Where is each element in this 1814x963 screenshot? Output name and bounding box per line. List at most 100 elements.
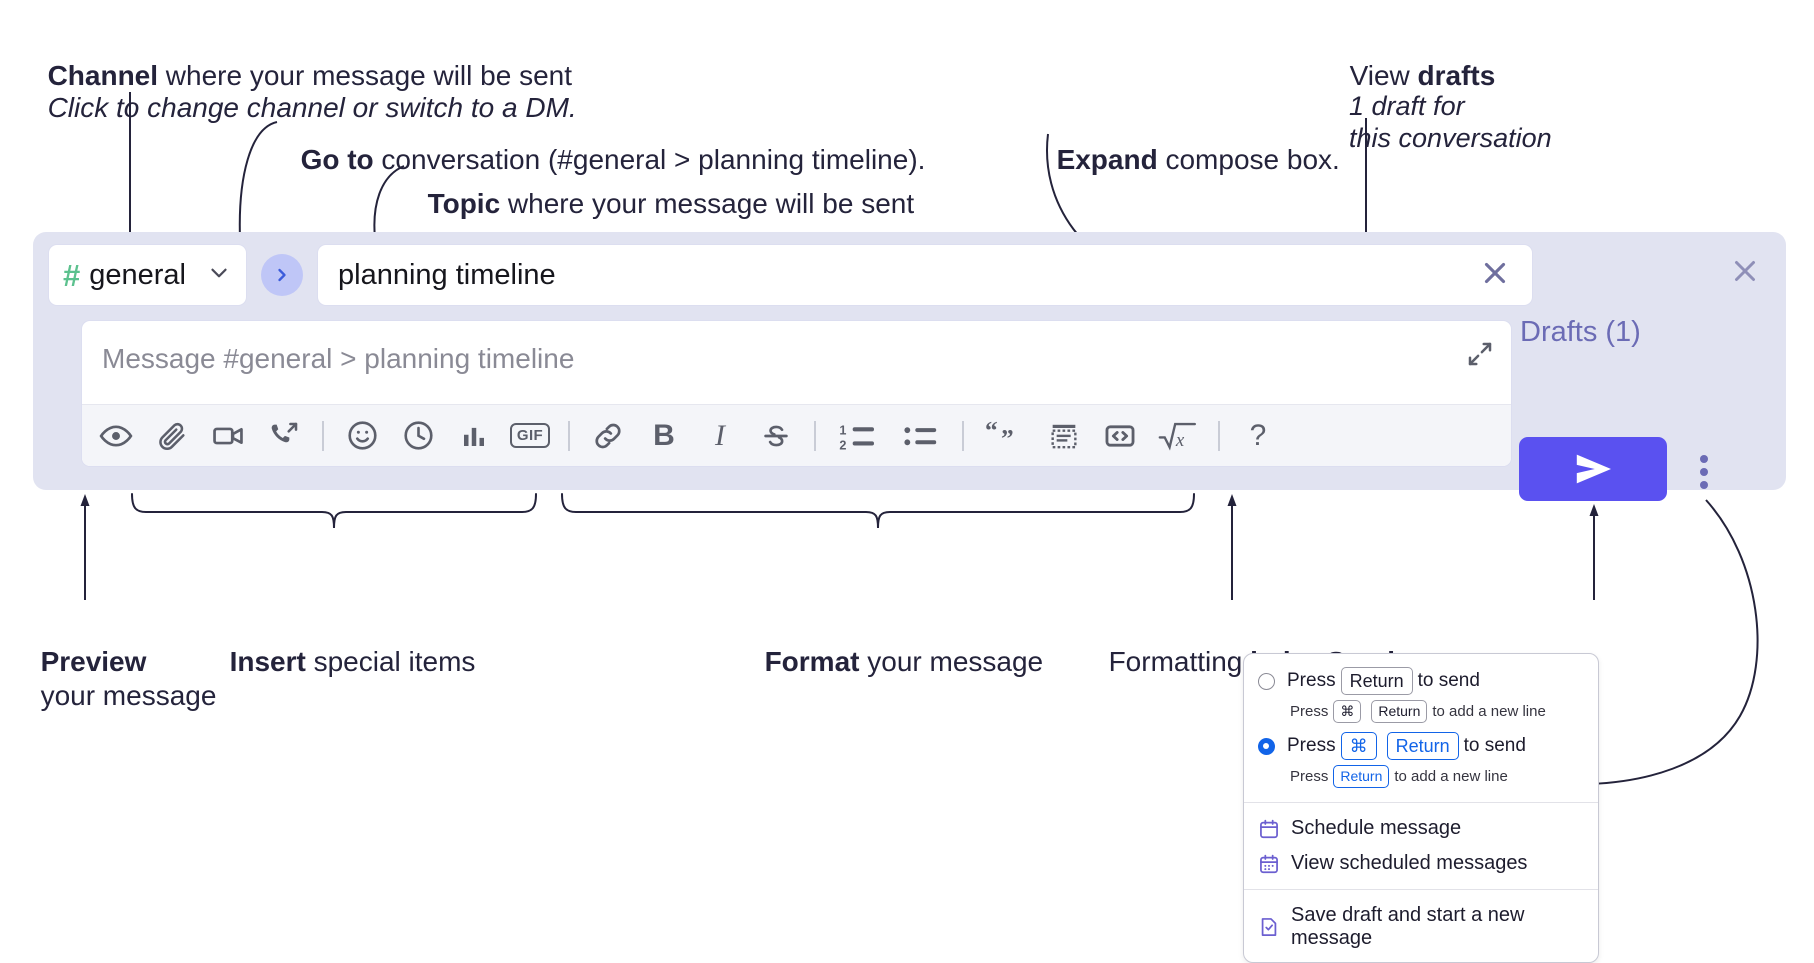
emoji-icon[interactable] <box>340 414 384 458</box>
annotation-insert-bold: Insert <box>229 646 306 678</box>
kebab-dot <box>1700 468 1708 476</box>
annotation-expand-bold: Expand <box>1056 144 1158 176</box>
help-icon[interactable]: ? <box>1236 414 1280 458</box>
code-block-glyph <box>1051 424 1077 448</box>
annotation-channel-sub-text: Click to change channel or switch to a D… <box>47 92 577 124</box>
attachment-icon[interactable] <box>150 414 194 458</box>
link-icon[interactable] <box>586 414 630 458</box>
kbd-command: ⌘ <box>1340 732 1377 761</box>
compose-options-button[interactable] <box>1690 455 1718 489</box>
radio-return[interactable] <box>1258 672 1275 690</box>
ordered-list-glyph: 1 2 <box>839 423 874 452</box>
option2-post: to send <box>1463 735 1526 757</box>
italic-label: I <box>715 418 725 452</box>
toolbar-separator <box>962 420 964 451</box>
goto-conversation-button[interactable] <box>261 254 303 296</box>
annotation-format: Format your message <box>749 608 1044 681</box>
close-panel-button[interactable] <box>1728 254 1762 293</box>
kbd-return: Return <box>1386 732 1459 761</box>
strikethrough-icon[interactable] <box>754 414 798 458</box>
quote-glyph: “ ” <box>985 420 1014 452</box>
kbd-return: Return <box>1333 765 1390 789</box>
send-option-cmd-return[interactable]: Press ⌘ Return to send <box>1244 729 1598 763</box>
annotation-channel-sub: Click to change channel or switch to a D… <box>32 54 577 127</box>
menu-divider <box>1244 889 1598 891</box>
code-icon[interactable] <box>1098 414 1142 458</box>
expand-compose-button[interactable] <box>1465 339 1495 374</box>
annotation-topic-bold: Topic <box>427 188 501 220</box>
menu-item-view-scheduled-messages[interactable]: View scheduled messages <box>1244 846 1598 881</box>
chevron-down-icon <box>206 260 232 291</box>
poll-bars <box>464 427 484 446</box>
menu-item-label: Save draft and start a new message <box>1291 904 1525 950</box>
video-camera-icon[interactable] <box>206 414 250 458</box>
clock-icon[interactable] <box>396 414 440 458</box>
clear-topic-button[interactable] <box>1478 256 1512 295</box>
annotation-drafts-sub2: this conversation <box>1334 86 1552 156</box>
toolbar-separator <box>568 420 570 451</box>
annotation-insert-rest: special items <box>305 646 476 678</box>
math-icon[interactable]: x <box>1154 414 1202 458</box>
formatting-toolbar: GIF B I 1 2 <box>82 404 1511 466</box>
drafts-link[interactable]: Drafts (1) <box>1520 316 1641 348</box>
phone-forward-icon[interactable] <box>262 414 306 458</box>
help-label: ? <box>1249 418 1267 452</box>
menu-item-schedule-message[interactable]: Schedule message <box>1244 811 1598 846</box>
send-option-cmd-return-hint: Press Return to add a new line <box>1244 763 1598 794</box>
annotation-goto-rest: conversation (#general > planning timeli… <box>373 144 926 176</box>
blockquote-icon[interactable]: “ ” <box>980 414 1030 458</box>
compose-header: # general planning timeline <box>48 244 1533 306</box>
topic-value: planning timeline <box>338 258 556 291</box>
send-button[interactable] <box>1519 437 1667 501</box>
annotation-channel-bold: Channel <box>47 60 159 92</box>
radio-cmd-return[interactable] <box>1258 737 1275 755</box>
draft-check-icon <box>1258 916 1280 938</box>
poll-icon[interactable] <box>452 414 496 458</box>
gif-icon[interactable]: GIF <box>508 414 552 458</box>
svg-text:”: ” <box>1001 424 1014 451</box>
option2-pre: Press <box>1287 735 1336 757</box>
code-block-icon[interactable] <box>1042 414 1086 458</box>
annotation-preview: Preview <box>25 608 147 681</box>
annotation-channel: Channel where your message will be sent <box>32 22 572 95</box>
italic-icon[interactable]: I <box>698 414 742 458</box>
option1-sub-post: to add a new line <box>1432 703 1546 721</box>
menu-item-label: Schedule message <box>1291 817 1462 840</box>
send-option-return-hint: Press ⌘ Return to add a new line <box>1244 698 1598 729</box>
bulleted-list-icon[interactable] <box>896 414 946 458</box>
annotation-goto: Go to conversation (#general > planning … <box>285 106 926 179</box>
compose-widget: # general planning timeline Message #gen… <box>33 232 1786 490</box>
annotation-drafts-bold: drafts <box>1417 60 1496 92</box>
channel-selector[interactable]: # general <box>48 244 247 306</box>
kebab-dot <box>1700 481 1708 489</box>
bold-icon[interactable]: B <box>642 414 686 458</box>
option1-pre: Press <box>1287 670 1336 692</box>
option1-post: to send <box>1417 670 1480 692</box>
close-icon <box>1735 261 1755 281</box>
gif-label: GIF <box>509 423 551 448</box>
svg-text:“: “ <box>985 420 998 445</box>
bulleted-list-glyph <box>904 426 937 445</box>
preview-icon[interactable] <box>94 414 138 458</box>
annotation-help-pre: Formatting <box>1108 646 1251 678</box>
annotation-drafts: View drafts <box>1334 22 1496 95</box>
kbd-return: Return <box>1340 667 1413 696</box>
ordered-list-icon[interactable]: 1 2 <box>832 414 884 458</box>
calendar-icon <box>1258 818 1280 840</box>
menu-item-save-draft[interactable]: Save draft and start a new message <box>1244 898 1598 962</box>
annotation-insert: Insert special items <box>214 608 476 681</box>
annotation-format-bold: Format <box>764 646 860 678</box>
svg-text:x: x <box>1175 429 1185 450</box>
topic-input[interactable]: planning timeline <box>317 244 1533 306</box>
annotation-goto-bold: Go to <box>300 144 374 176</box>
annotation-preview-bold: Preview <box>40 646 147 678</box>
channel-name-label: general <box>89 258 186 291</box>
send-option-return[interactable]: Press Return to send <box>1244 664 1598 698</box>
hash-icon: # <box>63 257 81 293</box>
annotation-expand-rest: compose box. <box>1157 144 1340 176</box>
sqrt-x-glyph: x <box>1158 422 1196 450</box>
message-input-area[interactable]: Message #general > planning timeline <box>81 320 1512 467</box>
svg-text:1: 1 <box>839 423 846 437</box>
option2-sub-pre: Press <box>1290 768 1329 786</box>
toolbar-separator <box>814 420 816 451</box>
